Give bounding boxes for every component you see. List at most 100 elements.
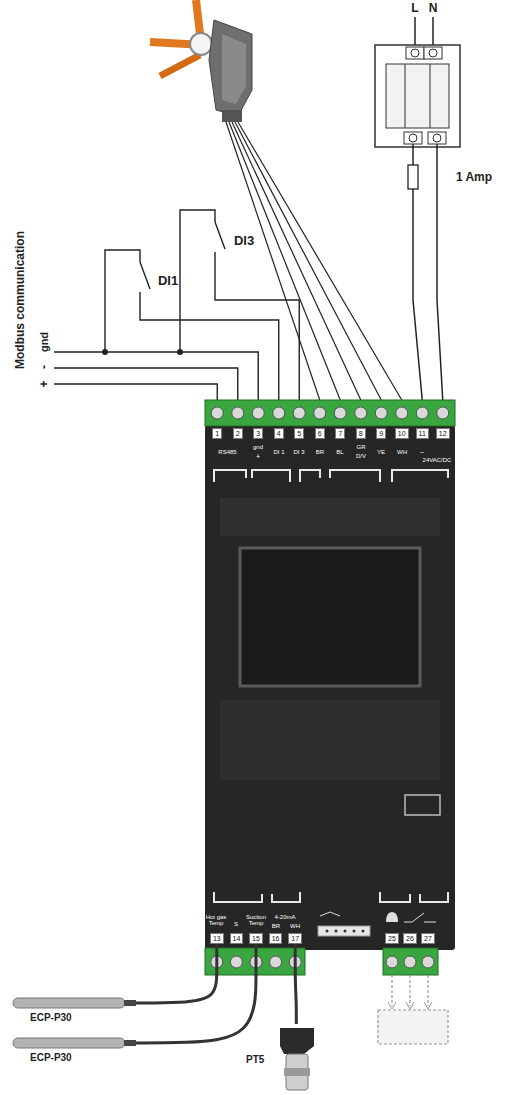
wire — [412, 144, 414, 165]
screw — [386, 956, 398, 968]
terminal-label: gnd — [253, 444, 263, 450]
terminal-label: Suction Temp — [244, 914, 268, 926]
terminal-number: 17 — [288, 933, 302, 944]
probe-tube — [13, 1038, 125, 1048]
panel — [220, 700, 440, 780]
screw — [293, 407, 305, 419]
probe-cable — [124, 1000, 136, 1006]
pin-number: 6 — [318, 430, 322, 437]
terminal-label: ~ — [420, 449, 424, 456]
pin — [362, 930, 365, 933]
fuse — [408, 165, 418, 189]
screw-terminal — [428, 132, 446, 144]
terminal-number: 16 — [269, 933, 283, 944]
terminal-number: 25 — [385, 933, 399, 944]
pressure-transmitter: PT5 — [246, 1024, 322, 1094]
probe-tube — [13, 998, 125, 1008]
terminal-label: BL — [336, 449, 343, 455]
switch-lever — [215, 222, 225, 249]
pin-number: 27 — [424, 935, 432, 942]
pin-number: 5 — [297, 430, 301, 437]
dashed-arrow — [391, 975, 392, 1006]
screw — [422, 956, 434, 968]
terminal-label: BR — [272, 923, 280, 929]
clip-lines — [214, 892, 448, 902]
wire — [235, 122, 381, 400]
probe-cable — [124, 1040, 136, 1046]
wire — [238, 122, 402, 400]
terminal-number: 5 — [294, 428, 304, 439]
valve-body — [190, 33, 212, 55]
wire — [413, 189, 422, 400]
screw — [270, 956, 282, 968]
junction-dot — [102, 349, 108, 355]
key-symbol — [320, 912, 340, 916]
terminal-label: S — [234, 921, 238, 927]
valve-plug — [222, 110, 242, 122]
hex-nut — [284, 1068, 310, 1076]
pin-number: 26 — [406, 935, 414, 942]
pin-number: 17 — [291, 935, 299, 942]
transformer-line — [405, 64, 406, 128]
screw — [314, 407, 326, 419]
probe-drawing — [12, 995, 136, 1011]
terminal-number: 26 — [403, 933, 417, 944]
pin — [335, 930, 338, 933]
wire — [54, 384, 217, 400]
terminal-label: GR — [357, 444, 366, 450]
expansion-valve — [150, 0, 252, 122]
terminal-number: 9 — [376, 428, 386, 439]
dashed-arrow — [427, 975, 428, 1006]
part-name: ECP-P30 — [30, 1052, 136, 1063]
pin-number: 4 — [277, 430, 281, 437]
arrow-heads — [388, 1002, 432, 1009]
panel — [220, 498, 440, 536]
screw — [375, 407, 387, 419]
screw — [411, 49, 419, 57]
screw — [252, 407, 264, 419]
screw — [416, 407, 428, 419]
bell-symbol — [386, 912, 398, 922]
terminal-label: WH — [397, 449, 407, 455]
wire — [232, 122, 361, 400]
wire — [226, 122, 320, 400]
transformer-core — [386, 64, 449, 128]
wire — [180, 210, 215, 352]
terminal-strip — [205, 400, 455, 426]
terminal-number: 14 — [230, 933, 244, 944]
screw — [437, 407, 449, 419]
terminal-number: 2 — [233, 428, 243, 439]
screw — [433, 134, 441, 142]
terminal-label: BR — [316, 449, 324, 455]
terminal-label: + — [256, 453, 260, 460]
controller — [205, 400, 455, 975]
terminal-label: WH — [290, 923, 300, 929]
wire — [140, 292, 279, 400]
junction-dot — [177, 349, 183, 355]
display-window — [240, 548, 420, 686]
pin-number: 7 — [338, 430, 342, 437]
terminal-label: RS485 — [218, 449, 236, 455]
signal-label: gnd — [39, 332, 50, 352]
signal-label: N — [429, 2, 438, 14]
terminal-number: 13 — [210, 933, 224, 944]
signal-label: DI1 — [158, 274, 178, 287]
pin-number: 13 — [213, 935, 221, 942]
clip-lines — [214, 470, 448, 482]
terminal-number: 10 — [395, 428, 409, 439]
screw — [334, 407, 346, 419]
terminal-number: 4 — [274, 428, 284, 439]
pin-number: 16 — [272, 935, 280, 942]
pipe — [196, 0, 200, 34]
screw — [355, 407, 367, 419]
terminal-label: DI 1 — [273, 449, 284, 455]
load-box — [378, 1010, 448, 1044]
part-name: PT5 — [246, 1054, 264, 1065]
screw — [273, 407, 285, 419]
terminal-label: Hot gas Temp — [205, 914, 227, 926]
terminal-label: DI 3 — [293, 449, 304, 455]
wire — [105, 250, 140, 352]
screw — [409, 134, 417, 142]
pipe — [160, 55, 200, 76]
